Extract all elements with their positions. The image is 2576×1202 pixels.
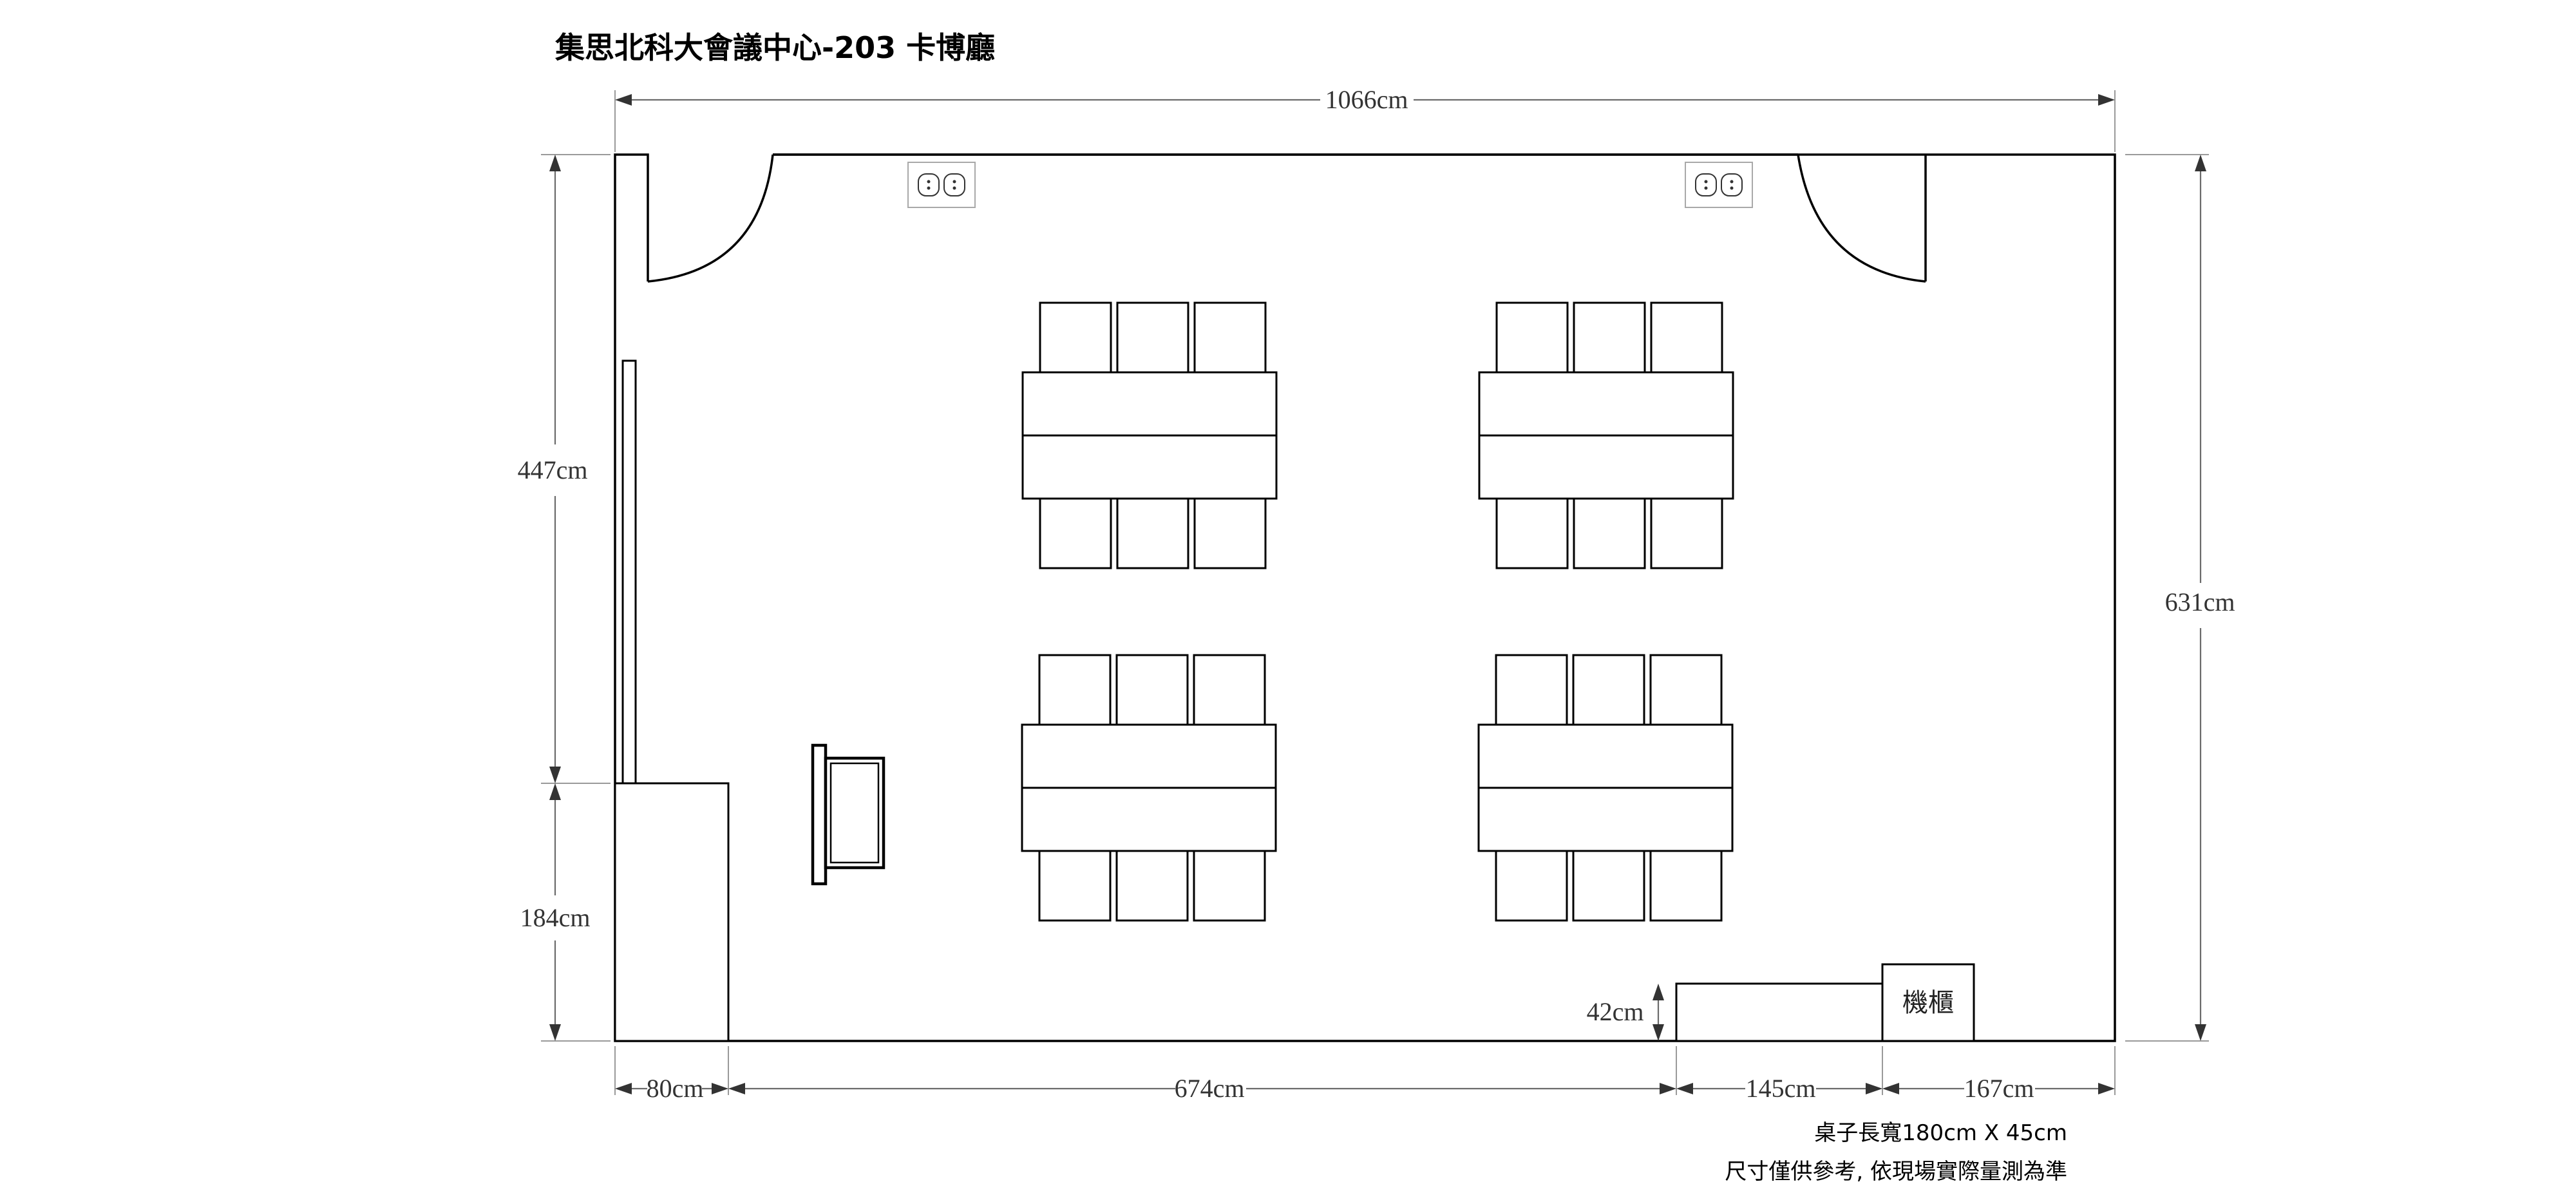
dim-total-width: 1066cm bbox=[615, 85, 2115, 114]
table-group-bottom-right bbox=[1477, 654, 1734, 922]
table-group-top-right bbox=[1478, 301, 1734, 569]
dim-bottom-1: 80cm bbox=[615, 1074, 728, 1103]
cabinet bbox=[1881, 963, 1975, 1042]
dim-total-height-label: 631cm bbox=[2165, 587, 2235, 616]
dim-left-upper: 447cm bbox=[518, 155, 588, 783]
dim-total-width-label: 1066cm bbox=[1325, 85, 1408, 114]
dim-bottom-4-label: 167cm bbox=[1964, 1074, 2034, 1103]
dim-bottom-2-label: 674cm bbox=[1175, 1074, 1245, 1103]
dim-left-lower: 184cm bbox=[520, 783, 591, 1041]
cabinet-label: 機櫃 bbox=[1902, 988, 1954, 1018]
dim-bottom-3: 145cm bbox=[1676, 1074, 1882, 1103]
dim-bottom-4: 167cm bbox=[1882, 1074, 2115, 1103]
dim-counter-depth: 42cm bbox=[1587, 984, 1664, 1041]
dim-counter-depth-label: 42cm bbox=[1587, 997, 1644, 1026]
table-group-top-left bbox=[1021, 301, 1278, 569]
power-outlet-left bbox=[907, 162, 976, 208]
table-group-bottom-left bbox=[1021, 654, 1277, 922]
disclaimer-note: 尺寸僅供參考, 依現場實際量測為準 bbox=[1725, 1159, 2067, 1185]
left-storage-block bbox=[614, 782, 730, 1042]
power-outlet-right bbox=[1685, 162, 1753, 208]
room-title: 集思北科大會議中心-203 卡博廳 bbox=[554, 30, 995, 65]
dim-bottom-1-label: 80cm bbox=[647, 1074, 704, 1103]
dim-bottom-3-label: 145cm bbox=[1746, 1074, 1816, 1103]
door-left bbox=[647, 154, 774, 283]
room-wall bbox=[614, 153, 2116, 1042]
dim-left-upper-label: 447cm bbox=[518, 455, 588, 484]
whiteboard bbox=[621, 359, 637, 785]
door-right bbox=[1797, 154, 1926, 283]
podium-desk bbox=[824, 756, 886, 870]
dim-total-height: 631cm bbox=[2165, 155, 2235, 1041]
table-size-note: 桌子長寬180cm X 45cm bbox=[1814, 1120, 2067, 1146]
dim-bottom-2: 674cm bbox=[728, 1074, 1676, 1103]
podium bbox=[811, 743, 828, 886]
dim-left-lower-label: 184cm bbox=[520, 903, 591, 932]
counter bbox=[1675, 982, 1884, 1042]
